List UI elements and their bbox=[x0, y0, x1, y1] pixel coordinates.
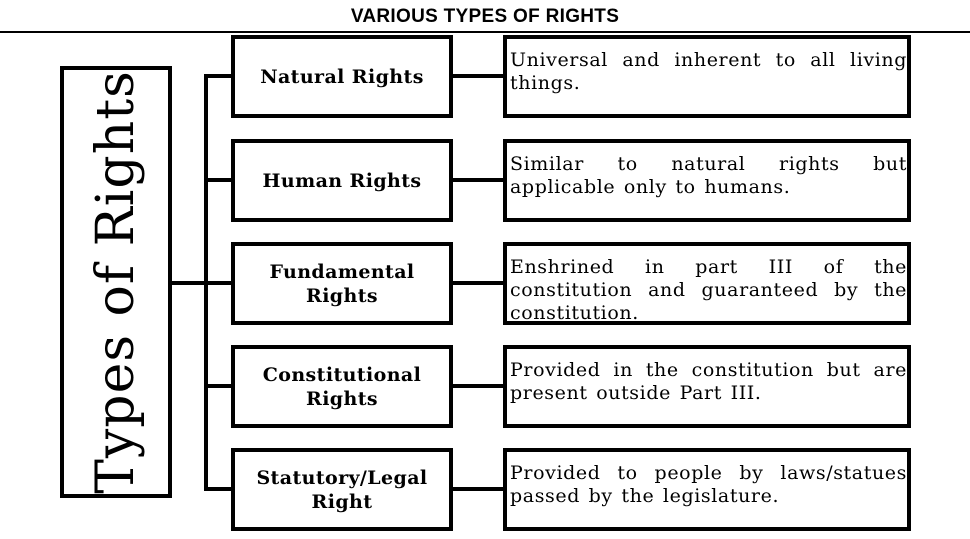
description-text: Universal and inherent to all living thi… bbox=[510, 49, 907, 94]
branch-line-fundamental bbox=[204, 281, 234, 285]
root-node-box: Types of Rights bbox=[60, 66, 172, 498]
title-divider bbox=[0, 31, 970, 33]
link-line-constitutional bbox=[452, 384, 506, 388]
description-text: Provided in the constitution but are pre… bbox=[510, 359, 907, 404]
type-box-natural: Natural Rights bbox=[231, 35, 453, 118]
type-box-human: Human Rights bbox=[231, 139, 453, 222]
branch-line-human bbox=[204, 178, 234, 182]
type-label: Statutory/Legal Right bbox=[256, 466, 428, 513]
type-box-fundamental: Fundamental Rights bbox=[231, 242, 453, 325]
description-text: Enshrined in part III of the constitutio… bbox=[510, 256, 907, 324]
description-box-statutory: Provided to people by laws/statues passe… bbox=[503, 448, 911, 531]
branch-line-statutory bbox=[204, 487, 234, 491]
link-line-human bbox=[452, 178, 506, 182]
link-line-fundamental bbox=[452, 281, 506, 285]
root-connector bbox=[172, 281, 208, 285]
type-box-constitutional: Constitutional Rights bbox=[231, 345, 453, 428]
description-text: Provided to people by laws/statues passe… bbox=[510, 462, 907, 507]
link-line-natural bbox=[452, 74, 506, 78]
root-node-label: Types of Rights bbox=[86, 70, 146, 494]
description-text: Similar to natural rights but applicable… bbox=[510, 153, 907, 198]
branch-line-constitutional bbox=[204, 384, 234, 388]
type-label: Fundamental Rights bbox=[269, 260, 415, 307]
branch-line-natural bbox=[204, 74, 234, 78]
type-label: Natural Rights bbox=[260, 65, 424, 88]
type-label: Human Rights bbox=[262, 169, 422, 192]
link-line-statutory bbox=[452, 487, 506, 491]
type-label: Constitutional Rights bbox=[262, 363, 422, 410]
description-box-human: Similar to natural rights but applicable… bbox=[503, 139, 911, 222]
description-box-natural: Universal and inherent to all living thi… bbox=[503, 35, 911, 118]
description-box-constitutional: Provided in the constitution but are pre… bbox=[503, 345, 911, 428]
page-title: VARIOUS TYPES OF RIGHTS bbox=[350, 6, 620, 27]
description-box-fundamental: Enshrined in part III of the constitutio… bbox=[503, 242, 911, 325]
type-box-statutory: Statutory/Legal Right bbox=[231, 448, 453, 531]
